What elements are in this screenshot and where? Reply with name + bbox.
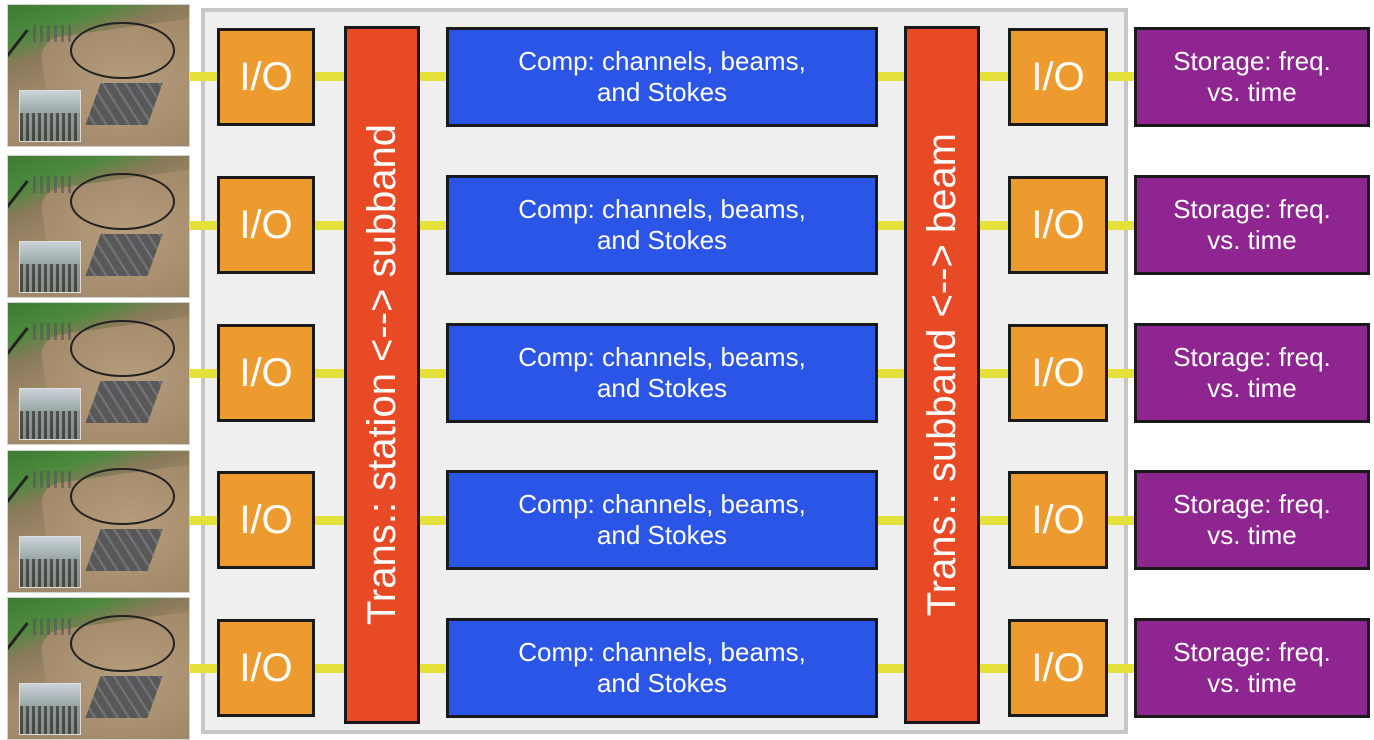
wire-comp-transpose	[874, 516, 910, 525]
storage-box: Storage: freq.vs. time	[1134, 175, 1370, 275]
transpose-station-subband: Trans.: station <--> subband	[344, 26, 420, 724]
compute-box: Comp: channels, beams,and Stokes	[446, 470, 878, 570]
station-photo-icon	[7, 450, 190, 593]
io-output-box: I/O	[1008, 28, 1108, 126]
wire-io-transpose	[312, 221, 352, 230]
wire-io-storage	[1106, 72, 1140, 81]
wire-station-io	[190, 72, 220, 81]
io-output-box: I/O	[1008, 471, 1108, 569]
wire-transpose-io	[974, 72, 1014, 81]
wire-comp-transpose	[874, 221, 910, 230]
wire-comp-transpose	[874, 664, 910, 673]
wire-station-io	[190, 516, 220, 525]
wire-transpose-io	[974, 369, 1014, 378]
wire-io-storage	[1106, 516, 1140, 525]
station-photo-icon	[7, 597, 190, 740]
storage-box: Storage: freq.vs. time	[1134, 323, 1370, 423]
wire-transpose-comp	[416, 221, 452, 230]
wire-station-io	[190, 221, 220, 230]
io-input-box: I/O	[217, 28, 315, 126]
wire-io-transpose	[312, 369, 352, 378]
wire-io-storage	[1106, 664, 1140, 673]
io-input-box: I/O	[217, 324, 315, 422]
io-output-box: I/O	[1008, 619, 1108, 717]
io-input-box: I/O	[217, 471, 315, 569]
station-photo-icon	[7, 155, 190, 298]
compute-box: Comp: channels, beams,and Stokes	[446, 618, 878, 718]
wire-io-storage	[1106, 221, 1140, 230]
station-photo-icon	[7, 4, 190, 147]
storage-box: Storage: freq.vs. time	[1134, 618, 1370, 718]
wire-station-io	[190, 664, 220, 673]
wire-transpose-comp	[416, 516, 452, 525]
transpose-2-label: Trans.: subband <--> beam	[919, 133, 964, 617]
wire-comp-transpose	[874, 369, 910, 378]
wire-io-storage	[1106, 369, 1140, 378]
transpose-subband-beam: Trans.: subband <--> beam	[904, 26, 980, 724]
transpose-1-label: Trans.: station <--> subband	[359, 124, 404, 626]
wire-transpose-comp	[416, 72, 452, 81]
wire-io-transpose	[312, 516, 352, 525]
wire-transpose-comp	[416, 664, 452, 673]
io-output-box: I/O	[1008, 176, 1108, 274]
compute-box: Comp: channels, beams,and Stokes	[446, 27, 878, 127]
wire-transpose-io	[974, 516, 1014, 525]
storage-box: Storage: freq.vs. time	[1134, 27, 1370, 127]
wire-comp-transpose	[874, 72, 910, 81]
wire-transpose-comp	[416, 369, 452, 378]
wire-io-transpose	[312, 664, 352, 673]
compute-box: Comp: channels, beams,and Stokes	[446, 175, 878, 275]
io-input-box: I/O	[217, 619, 315, 717]
station-photo-icon	[7, 302, 190, 445]
wire-station-io	[190, 369, 220, 378]
wire-transpose-io	[974, 664, 1014, 673]
io-output-box: I/O	[1008, 324, 1108, 422]
wire-io-transpose	[312, 72, 352, 81]
storage-box: Storage: freq.vs. time	[1134, 470, 1370, 570]
io-input-box: I/O	[217, 176, 315, 274]
wire-transpose-io	[974, 221, 1014, 230]
compute-box: Comp: channels, beams,and Stokes	[446, 323, 878, 423]
